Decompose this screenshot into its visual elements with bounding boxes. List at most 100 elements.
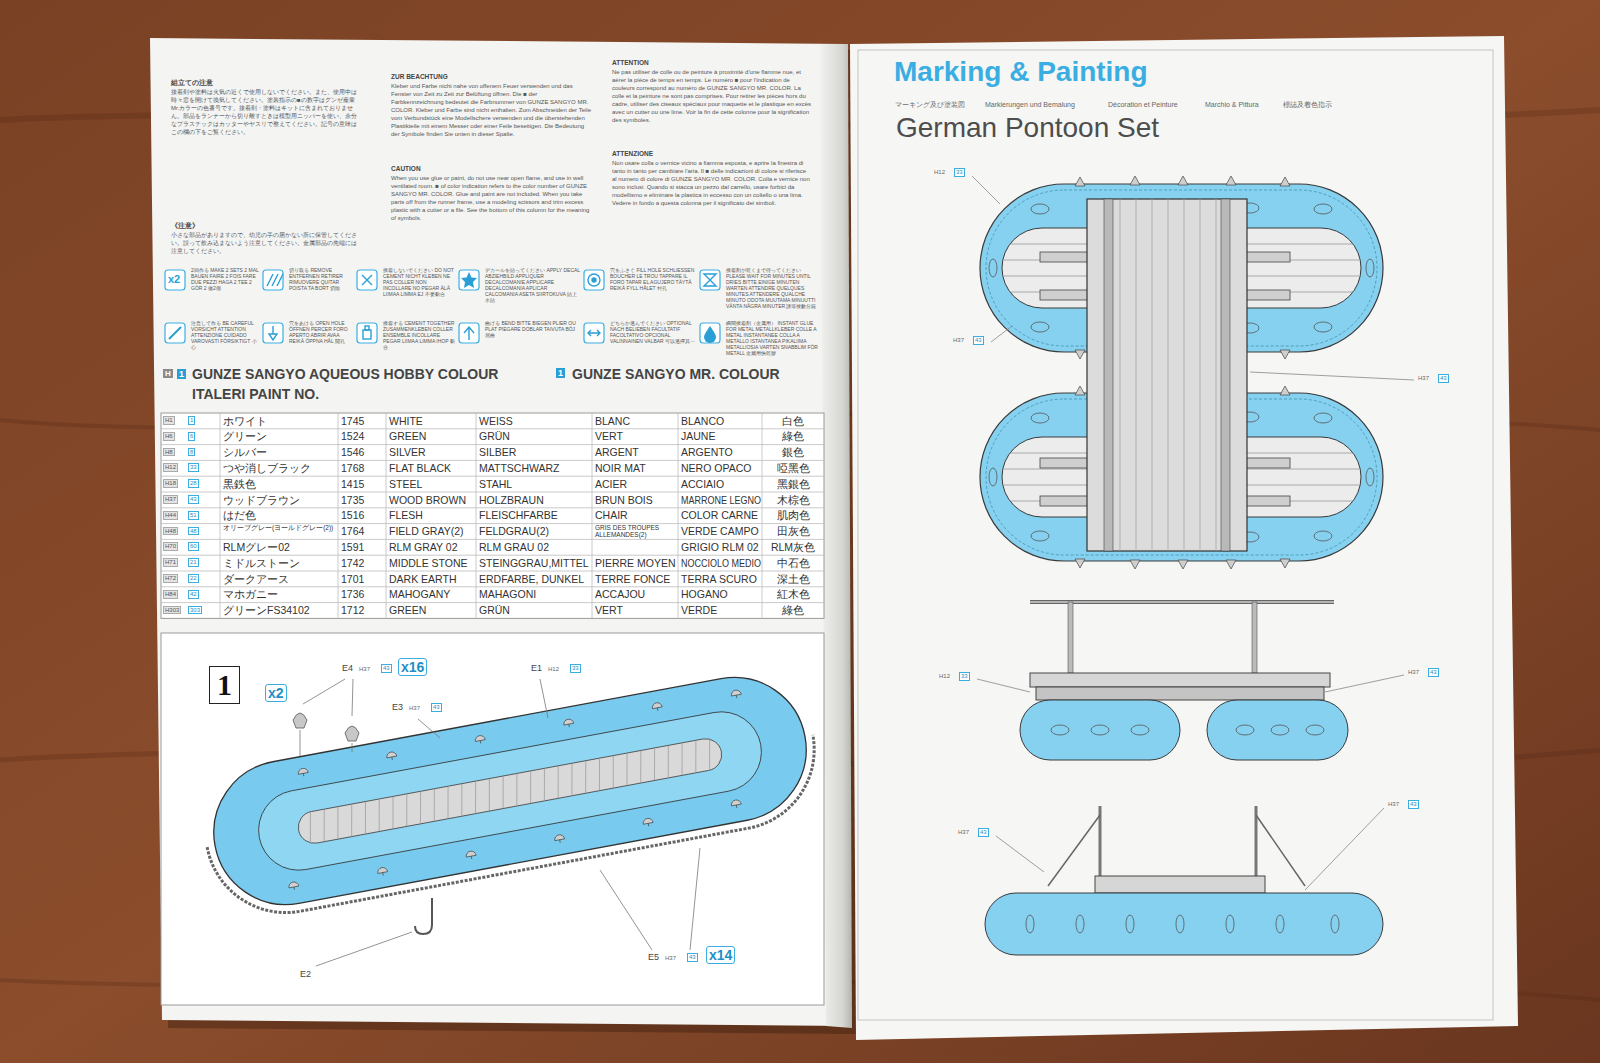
paint-code: H37 — [1418, 375, 1429, 382]
table-cell: FIELD GRAY(2) — [389, 525, 463, 537]
inflatable-boat — [252, 705, 768, 877]
paint-number: 48 — [188, 527, 199, 536]
table-cell: 綠色 — [782, 430, 804, 442]
table-cell: 1735 — [341, 494, 364, 506]
table-cell: ACIER — [595, 478, 627, 490]
part-name: E1 — [531, 663, 542, 673]
inflatable-boat — [288, 881, 299, 891]
note-heading: ATTENZIONE — [612, 150, 653, 157]
paint-badge: 1 — [556, 368, 565, 378]
table-cell: JAUNE — [681, 430, 715, 442]
table-cell: BRUN BOIS — [595, 494, 653, 506]
leader-line — [300, 730, 301, 756]
paint-number: 42 — [188, 590, 199, 599]
symbol-glyph — [588, 330, 600, 336]
subject-name: German Pontoon Set — [896, 112, 1159, 144]
paint-number: 1 — [188, 416, 195, 425]
table-cell: マホガニー — [223, 588, 278, 600]
inflatable-boat — [731, 799, 742, 809]
paint-code: H70 — [163, 542, 178, 551]
table-cell: TERRE FONCE — [595, 573, 670, 585]
symbol-glyph — [169, 327, 181, 339]
side-view — [1252, 602, 1257, 673]
inflatable-boat — [554, 834, 565, 844]
note-heading: CAUTION — [391, 165, 421, 172]
table-cell: GRIS DES TROUPES ALLEMANDES(2) — [595, 524, 676, 538]
subtitle: Markierungen und Bemalung — [985, 101, 1075, 109]
symbol-glyph — [704, 326, 716, 343]
leader-line — [316, 932, 412, 966]
paint-code: H37 — [1388, 801, 1399, 808]
part-name: E4 — [342, 663, 353, 673]
paint-code: H12 — [939, 673, 950, 680]
loose-part — [415, 898, 432, 934]
note-heading: 組立ての注意 — [171, 79, 213, 86]
paint-code: H48 — [163, 527, 178, 536]
symbol-meaning: デカールを貼ってください APPLY DECAL ABZIEHBILD APPL… — [485, 267, 580, 303]
leader-line — [1250, 372, 1414, 380]
table-cell: GRIGIO RLM 02 — [681, 541, 759, 553]
table-rule — [161, 586, 824, 587]
table-rule — [338, 413, 339, 618]
top-view — [1120, 199, 1216, 551]
symbol-glyph — [461, 272, 477, 288]
table-rule — [161, 571, 824, 572]
paint-code: H37 — [409, 705, 420, 712]
table-cell: つや消しブラック — [223, 462, 311, 474]
table-rule — [161, 555, 824, 556]
symbol-meaning: 穴をあける OPEN HOLE ÖFFNEN PERCER FORO APERT… — [289, 320, 353, 344]
table-cell: ACCAJOU — [595, 588, 645, 600]
table-cell: DARK EARTH — [389, 573, 457, 585]
table-cell: STEINGGRAU,MITTEL — [479, 557, 589, 569]
table-cell: CHAIR — [595, 509, 628, 521]
symbol-glyph — [588, 274, 600, 286]
symbol-meaning: どちらか選んでください OPTIONAL NACH BELIEBEN FACUL… — [610, 320, 696, 344]
paint-code: H18 — [163, 479, 178, 488]
end-view — [1048, 815, 1100, 886]
paint-number: 8 — [188, 448, 195, 457]
table-rule — [161, 492, 824, 493]
leader-line — [600, 870, 652, 950]
table-cell: ダークアース — [223, 573, 289, 585]
booklet — [150, 38, 850, 1026]
note-text: 小さな部品がありますので、幼児の手の届かない所に保管してください。誤って飲み込ま… — [171, 231, 361, 255]
side-view — [1306, 725, 1324, 735]
paint-badge: 1 — [177, 369, 186, 379]
table-cell: ホワイト — [223, 415, 267, 427]
paint-code: H44 — [163, 511, 178, 520]
table-cell: MAHAGONI — [479, 588, 536, 600]
inflatable-boat — [474, 735, 485, 745]
table-cell: RLMグレー02 — [223, 541, 290, 553]
table-cell: STAHL — [479, 478, 512, 490]
paint-number: 60 — [188, 542, 199, 551]
symbol-icon — [459, 323, 479, 343]
table-cell: 1516 — [341, 509, 364, 521]
side-view — [1236, 725, 1254, 735]
loose-part — [345, 726, 359, 741]
inflatable-boat — [296, 736, 725, 846]
table-cell: WEISS — [479, 415, 513, 427]
side-view — [1030, 673, 1330, 687]
paint-number: 43 — [1428, 668, 1439, 677]
table-cell: 1764 — [341, 525, 364, 537]
table-cell: 紅木色 — [777, 588, 810, 600]
symbol-icon — [700, 270, 720, 290]
table-cell: 田灰色 — [777, 525, 810, 537]
table-cell: 啞黑色 — [777, 462, 810, 474]
paint-badge: H — [163, 369, 173, 378]
note-text: Kleber und Farbe nicht nahe von offenem … — [391, 82, 591, 138]
paint-number: 6 — [188, 432, 195, 441]
table-cell: ARGENTO — [681, 446, 733, 458]
symbol-meaning: 接着しないでください DO NOT CEMENT NICHT KLEBEN NE… — [383, 267, 455, 297]
symbol-meaning: 切り取る REMOVE ENTFERNEN RETIRER RIMUOVERE … — [289, 267, 353, 291]
symbol-icon — [263, 323, 283, 343]
symbol-glyph — [267, 274, 283, 286]
inflatable-boat — [563, 718, 574, 728]
table-cell: 銀色 — [782, 446, 804, 458]
table-cell: 綠色 — [782, 604, 804, 616]
symbol-icon — [263, 270, 283, 290]
subtitle: Décoration et Peinture — [1108, 101, 1178, 109]
table-cell: 1701 — [341, 573, 364, 585]
table-cell: ARGENT — [595, 446, 639, 458]
